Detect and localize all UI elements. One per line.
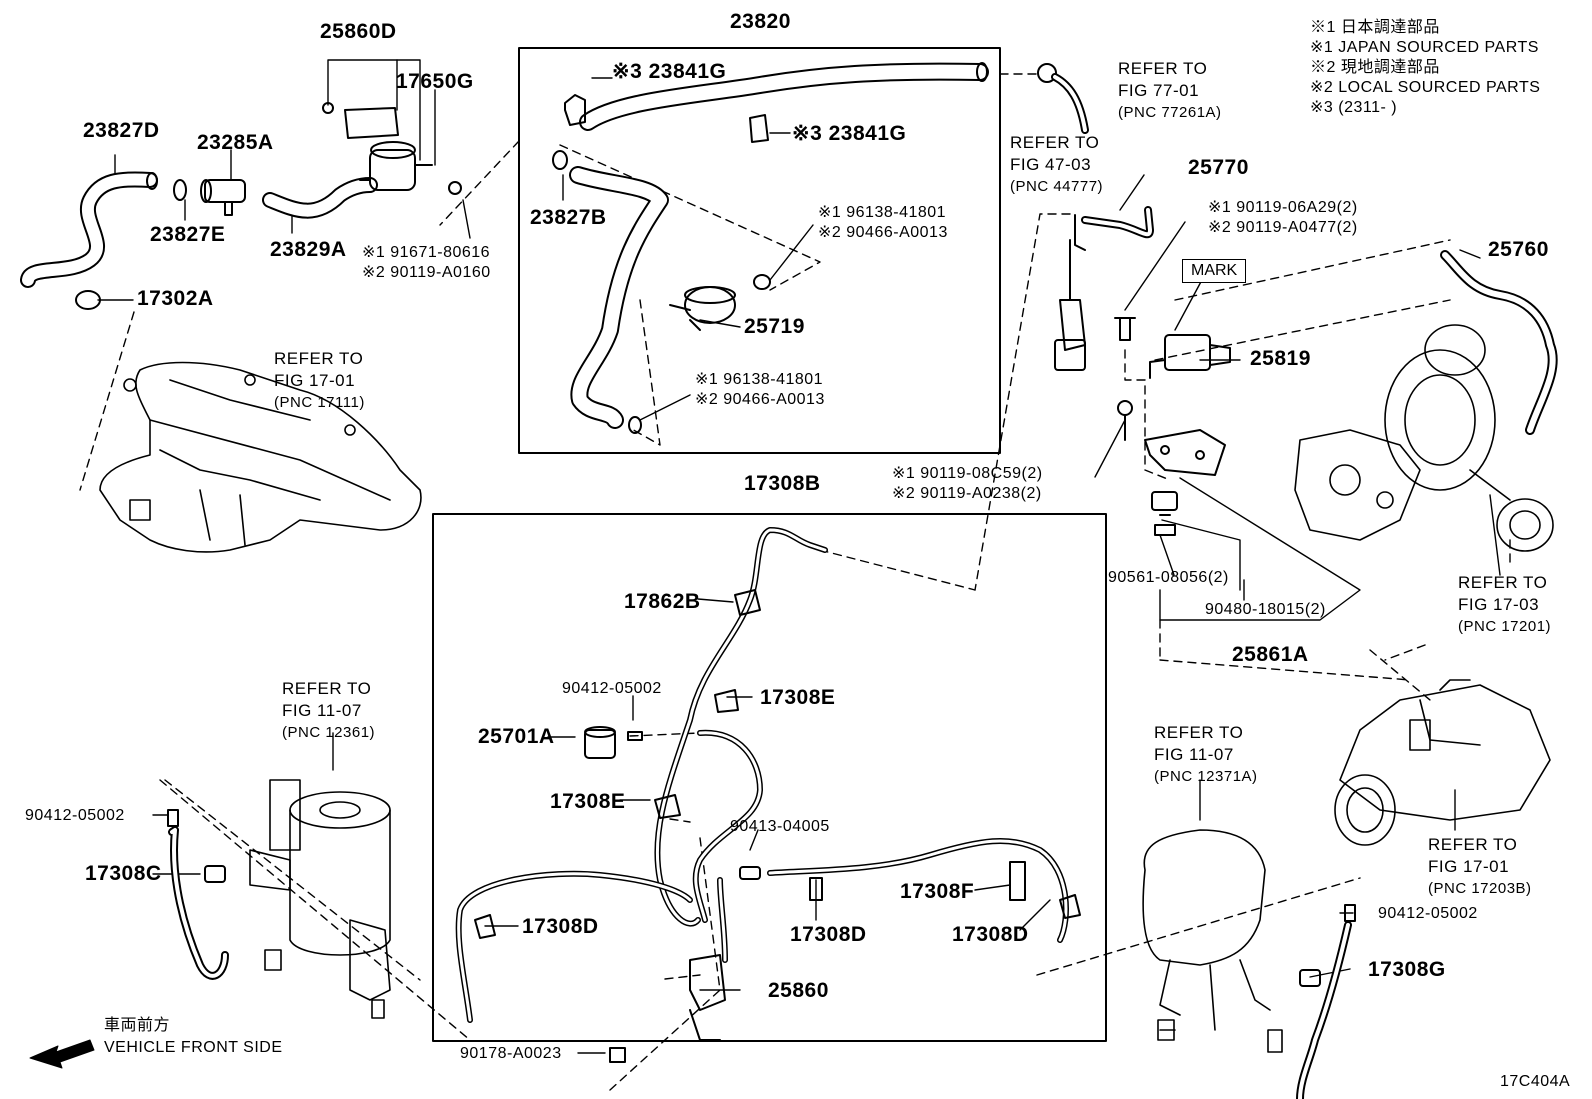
legend-line-4: ※2 LOCAL SOURCED PARTS [1310, 79, 1541, 96]
bracket-25861A-drawing [1144, 429, 1226, 536]
part-label-17308D-right: 17308D [952, 923, 1029, 946]
hose-25770-drawing [1074, 206, 1154, 251]
part-label-23841G-mid: ※3 23841G [792, 122, 907, 145]
hose-23827D-drawing [20, 171, 158, 288]
clamp-23827E-drawing [173, 179, 187, 201]
part-label-25719: 25719 [744, 315, 805, 338]
diagram-id: 17C404A [1500, 1073, 1571, 1090]
air-duct-drawing [1334, 679, 1551, 846]
part-label-17308D-left: 17308D [522, 915, 599, 938]
legend-line-3: ※2 現地調達部品 [1310, 59, 1440, 76]
clamp-96138-lower-drawing [628, 416, 642, 434]
part-label-96138-41801-upper: ※1 96138-41801 [818, 204, 947, 221]
clamp-96138-upper-drawing [753, 274, 771, 290]
clamp-23827B-drawing [552, 150, 568, 170]
legend-line-5: ※3 (2311- ) [1310, 99, 1398, 116]
part-label-23841G-top: ※3 23841G [612, 60, 727, 83]
connector-44777-drawing [1054, 239, 1086, 371]
part-label-25861A: 25861A [1232, 643, 1309, 666]
part-label-90561-08056: 90561-08056(2) [1108, 569, 1229, 586]
clamp-17302A-drawing [75, 290, 101, 310]
group-box-23820 [518, 47, 1001, 454]
part-label-17308D-mid: 17308D [790, 923, 867, 946]
part-label-25819: 25819 [1250, 347, 1311, 370]
part-label-23820: 23820 [730, 10, 791, 33]
bolt-90119-06A29-drawing [1114, 317, 1136, 341]
part-label-23285A: 23285A [197, 131, 274, 154]
part-label-91671-80616: ※1 91671-80616 [362, 244, 491, 261]
part-label-90480-18015: 90480-18015(2) [1205, 601, 1326, 618]
part-label-90119-A0477: ※2 90119-A0477(2) [1208, 219, 1358, 236]
part-label-90412-05002-box: 90412-05002 [562, 680, 662, 697]
part-label-90466-A0013-upper: ※2 90466-A0013 [818, 224, 948, 241]
turbocharger-drawing [1294, 250, 1558, 552]
part-label-23829A: 23829A [270, 238, 347, 261]
part-label-17308E-upper: 17308E [760, 686, 836, 709]
part-label-17650G: 17650G [396, 70, 474, 93]
part-label-23827E: 23827E [150, 223, 226, 246]
hose-17308C-drawing [167, 809, 229, 980]
group-box-17308B [432, 513, 1107, 1042]
clip-23841G-drawing [564, 94, 769, 143]
part-label-25770: 25770 [1188, 156, 1249, 179]
connector-23285A-drawing [200, 179, 246, 216]
legend-line-2: ※1 JAPAN SOURCED PARTS [1310, 39, 1539, 56]
vehicle-front-jp: 車両前方 [104, 1017, 171, 1034]
part-label-96138-41801-lower: ※1 96138-41801 [695, 371, 824, 388]
part-label-25860: 25860 [768, 979, 829, 1002]
part-label-90119-08C59: ※1 90119-08C59(2) [892, 465, 1043, 482]
vehicle-front-en: VEHICLE FRONT SIDE [104, 1039, 283, 1056]
part-label-25701A: 25701A [478, 725, 555, 748]
valve-17650G-drawing [322, 102, 462, 195]
part-label-90412-05002-right: 90412-05002 [1378, 905, 1478, 922]
part-label-90119-06A29: ※1 90119-06A29(2) [1208, 199, 1358, 216]
part-label-17308E-lower: 17308E [550, 790, 626, 813]
hose-23829A-drawing [262, 177, 378, 219]
hose-vertical-drawing [569, 166, 669, 429]
part-label-90412-05002-left: 90412-05002 [25, 807, 125, 824]
engine-mount-right-drawing [1142, 829, 1283, 1053]
part-label-90119-A0238: ※2 90119-A0238(2) [892, 485, 1042, 502]
part-label-17302A: 17302A [137, 287, 214, 310]
check-valve-25719-drawing [669, 286, 736, 331]
intake-manifold-drawing [99, 361, 422, 553]
bolt-90119-08C59-drawing [1117, 400, 1133, 441]
vehicle-front-arrow-icon [29, 1039, 95, 1069]
vsv-25819-drawing [1149, 334, 1231, 379]
part-label-90466-A0013-lower: ※2 90466-A0013 [695, 391, 825, 408]
part-label-17308B: 17308B [744, 472, 821, 495]
engine-mount-left-drawing [249, 779, 391, 1019]
leader-lines [97, 59, 1501, 1054]
legend-line-1: ※1 日本調達部品 [1310, 19, 1440, 36]
part-label-17308F: 17308F [900, 880, 975, 903]
part-label-25760: 25760 [1488, 238, 1549, 261]
part-label-23827B: 23827B [530, 206, 607, 229]
fitting-77-01-drawing [1037, 63, 1089, 134]
mark-label: MARK [1182, 259, 1247, 283]
vacuum-tubes-17308B-drawing [455, 527, 1081, 1063]
part-label-17308G: 17308G [1368, 958, 1446, 981]
part-label-90413-04005: 90413-04005 [730, 818, 830, 835]
hose-17308G-drawing [1296, 904, 1356, 1099]
part-label-90119-A0160: ※2 90119-A0160 [362, 264, 491, 281]
part-label-23827D: 23827D [83, 119, 160, 142]
part-label-17862B: 17862B [624, 590, 701, 613]
part-label-25860D: 25860D [320, 20, 397, 43]
part-label-90178-A0023: 90178-A0023 [460, 1045, 562, 1062]
part-label-17308C: 17308C [85, 862, 162, 885]
hose-23820-drawing [579, 62, 989, 131]
dashed-guides [79, 73, 1511, 1091]
